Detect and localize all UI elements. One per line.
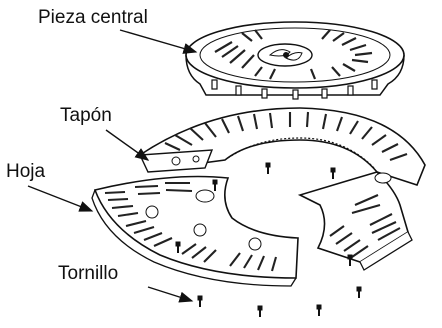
leader-arrows [27, 29, 198, 303]
blade-segment [91, 175, 299, 287]
screw [212, 179, 218, 191]
arrow-cap [105, 129, 150, 161]
central-piece [185, 21, 405, 100]
screw [265, 162, 271, 174]
screw [356, 286, 362, 298]
label-blade: Hoja [6, 161, 46, 182]
ring-right-segment [297, 171, 413, 271]
screw [347, 254, 353, 266]
screw [330, 167, 336, 179]
central-piece-feet [211, 79, 378, 100]
ring-back-segment [138, 107, 426, 186]
arrow-blade [27, 185, 94, 212]
arrow-central-piece [119, 29, 198, 54]
label-central-piece: Pieza central [38, 7, 148, 28]
screw [316, 304, 322, 316]
label-cap: Tapón [60, 105, 112, 126]
arrow-screw [147, 286, 194, 303]
screw [175, 241, 181, 253]
label-screw: Tornillo [58, 263, 119, 284]
screw [197, 295, 203, 307]
screw [257, 305, 263, 317]
screws [175, 162, 362, 317]
central-piece-slots [214, 29, 373, 80]
